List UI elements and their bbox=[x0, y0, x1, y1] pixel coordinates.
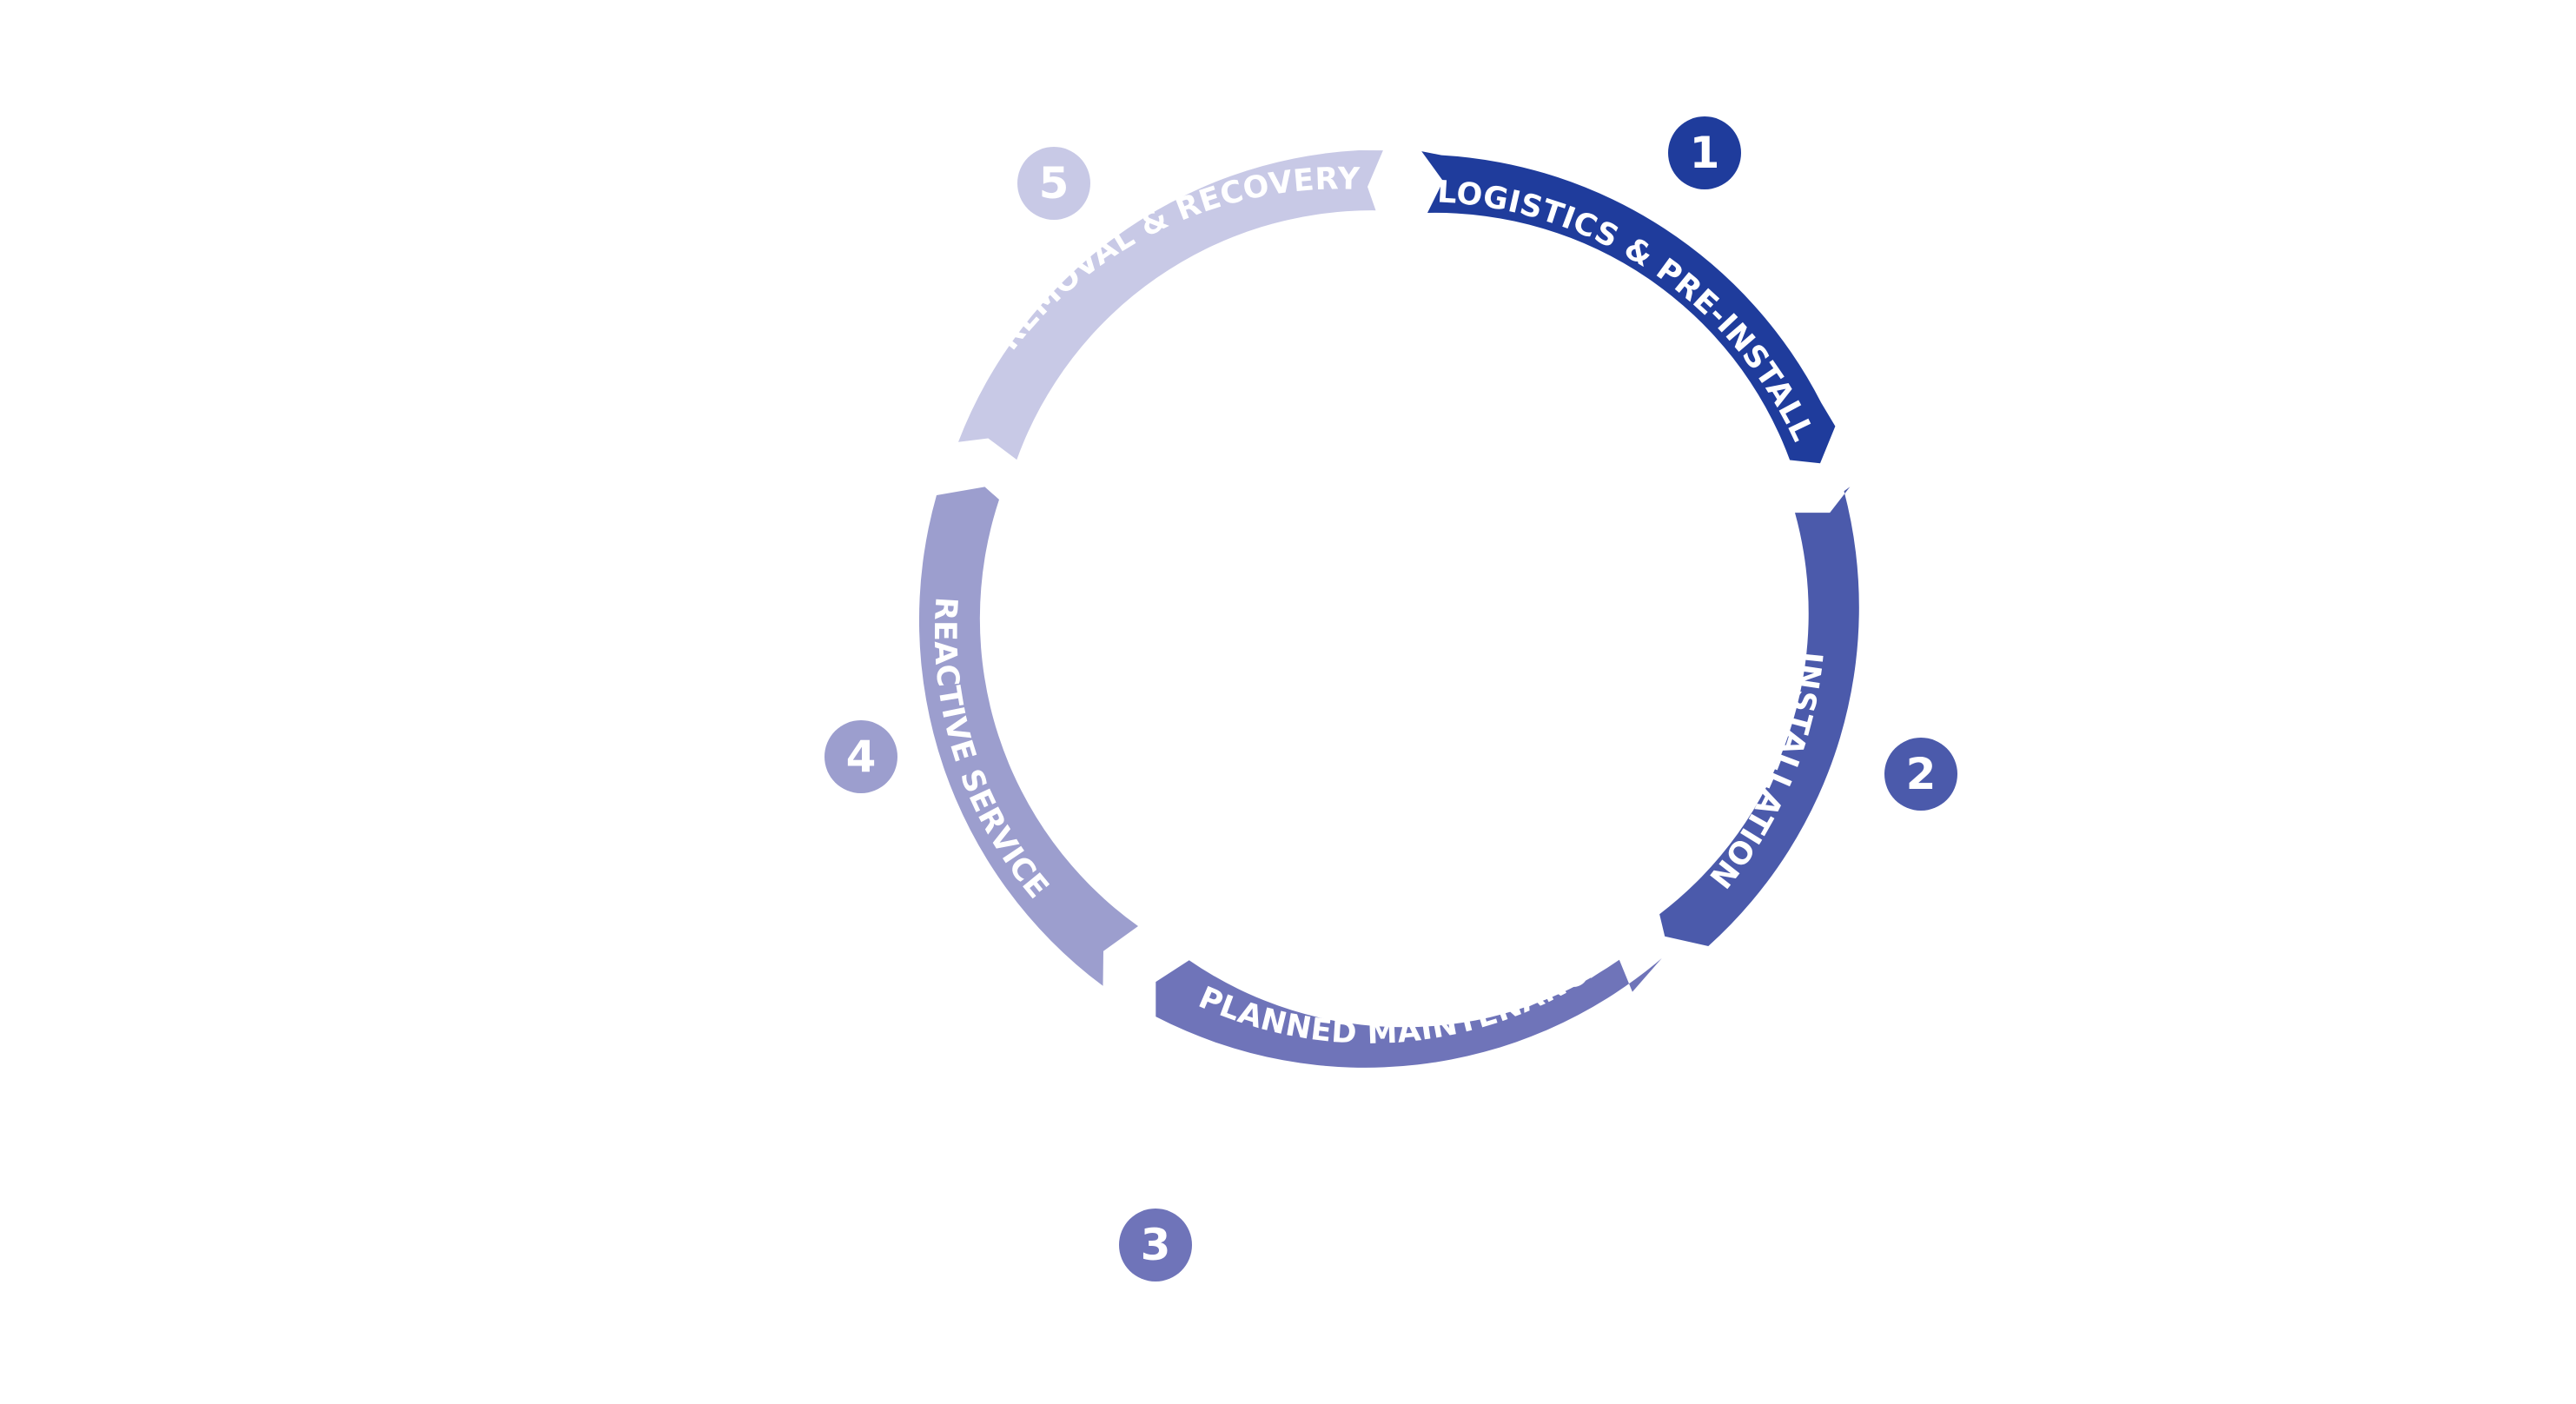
stage-4-badge bbox=[824, 720, 897, 793]
stage-4: REACTIVE SERVICE 4 bbox=[824, 487, 1138, 986]
stage-5-arrow-segment bbox=[958, 150, 1383, 460]
stage-2-badge bbox=[1884, 738, 1957, 811]
stage-3: PLANNED MAINTENANCE 3 bbox=[1119, 945, 1662, 1281]
stage-5-number: 5 bbox=[1039, 158, 1069, 209]
stage-1-number: 1 bbox=[1690, 128, 1720, 178]
stage-2: INSTALLATION 2 bbox=[1659, 487, 1957, 946]
stage-1: LOGISTICS & PRE-INSTALL 1 bbox=[1421, 116, 1836, 464]
stage-5: REMOVAL & RECOVERY 5 bbox=[958, 147, 1383, 460]
stage-3-badge bbox=[1119, 1209, 1192, 1281]
stage-4-arrow-segment bbox=[918, 487, 1138, 986]
stage-3-number: 3 bbox=[1141, 1220, 1171, 1270]
stage-1-arrow-segment bbox=[1421, 151, 1836, 464]
stage-5-badge bbox=[1017, 147, 1090, 220]
stage-3-arrow-segment bbox=[1156, 957, 1662, 1068]
stage-2-number: 2 bbox=[1906, 749, 1937, 799]
stage-1-badge bbox=[1668, 116, 1741, 189]
stage-2-arrow-segment bbox=[1659, 487, 1859, 946]
stage-4-number: 4 bbox=[846, 732, 877, 782]
